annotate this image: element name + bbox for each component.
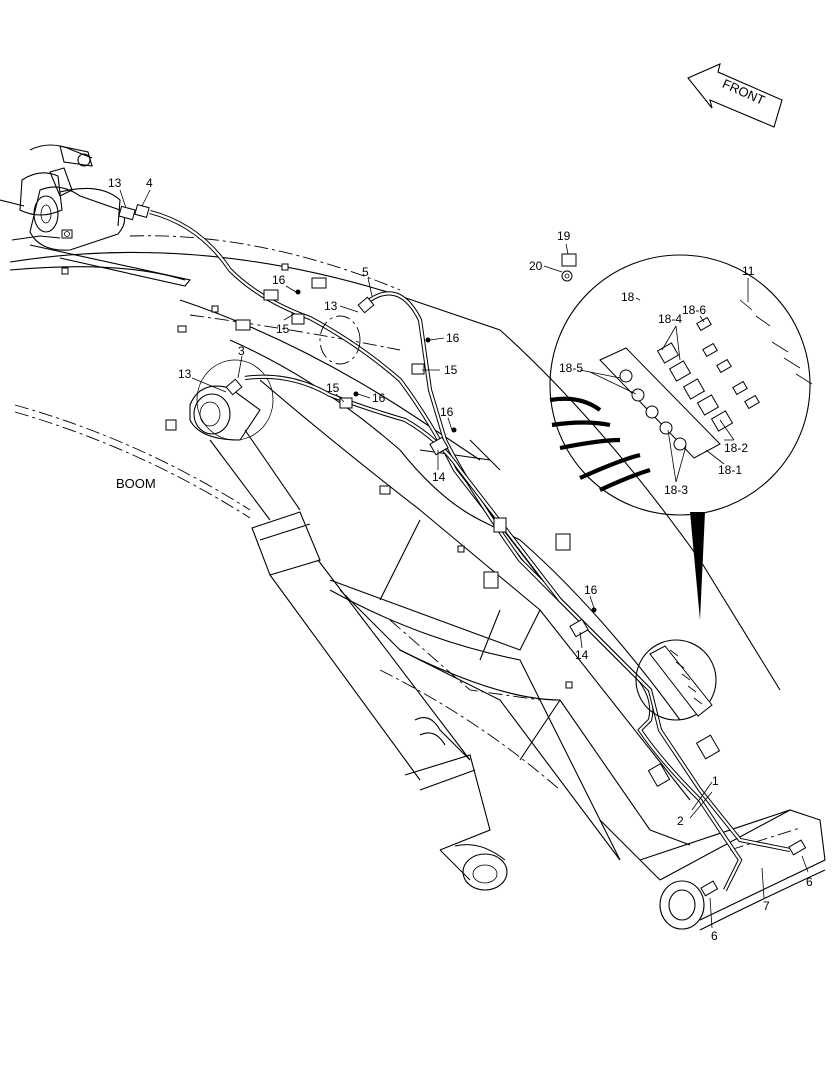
callout-6: 6 xyxy=(711,929,718,943)
bolt-and-washer xyxy=(561,253,577,282)
callout-16: 16 xyxy=(372,391,386,405)
manifold-block-detail xyxy=(549,299,813,492)
callout-18-5: 18-5 xyxy=(559,361,583,375)
callout-16: 16 xyxy=(272,273,286,287)
callout-7: 7 xyxy=(763,899,770,913)
callout-13: 13 xyxy=(108,176,122,190)
callout-18-4: 18-4 xyxy=(658,312,682,326)
callout-13: 13 xyxy=(324,299,338,313)
detail-magnifier xyxy=(319,254,811,721)
callout-16: 16 xyxy=(584,583,598,597)
callout-6: 6 xyxy=(806,875,813,889)
callout-18-6: 18-6 xyxy=(682,303,706,317)
callout-1: 1 xyxy=(712,774,719,788)
callout-16: 16 xyxy=(440,405,454,419)
boom-structure xyxy=(9,235,826,931)
callout-18-3: 18-3 xyxy=(664,483,688,497)
callout-2: 2 xyxy=(677,814,684,828)
callout-15: 15 xyxy=(444,363,458,377)
front-direction-arrow: FRONT xyxy=(687,63,783,128)
callout-15: 15 xyxy=(276,322,290,336)
boom-pivot-assembly xyxy=(0,144,126,251)
callout-13: 13 xyxy=(178,367,192,381)
boom-label: BOOM xyxy=(116,476,156,491)
manifold-block-installed xyxy=(647,645,721,787)
callout-18-1: 18-1 xyxy=(718,463,742,477)
callout-5: 5 xyxy=(362,265,369,279)
callout-16: 16 xyxy=(446,331,460,345)
boom-cylinder xyxy=(189,359,508,891)
callout-18-2: 18-2 xyxy=(724,441,748,455)
callout-3: 3 xyxy=(238,344,245,358)
callout-labels: 13 4 16 15 5 13 16 15 3 13 15 16 16 14 1… xyxy=(108,176,813,943)
leader-lines xyxy=(119,189,809,929)
callout-11: 11 xyxy=(742,264,755,278)
callout-19: 19 xyxy=(557,229,571,243)
callout-15: 15 xyxy=(326,381,340,395)
callout-4: 4 xyxy=(146,176,153,190)
front-label: FRONT xyxy=(720,76,767,108)
callout-20: 20 xyxy=(529,259,543,273)
callout-14: 14 xyxy=(575,648,589,662)
callout-18: 18 xyxy=(621,290,635,304)
callout-14: 14 xyxy=(432,470,446,484)
mounting-pads xyxy=(61,263,573,689)
